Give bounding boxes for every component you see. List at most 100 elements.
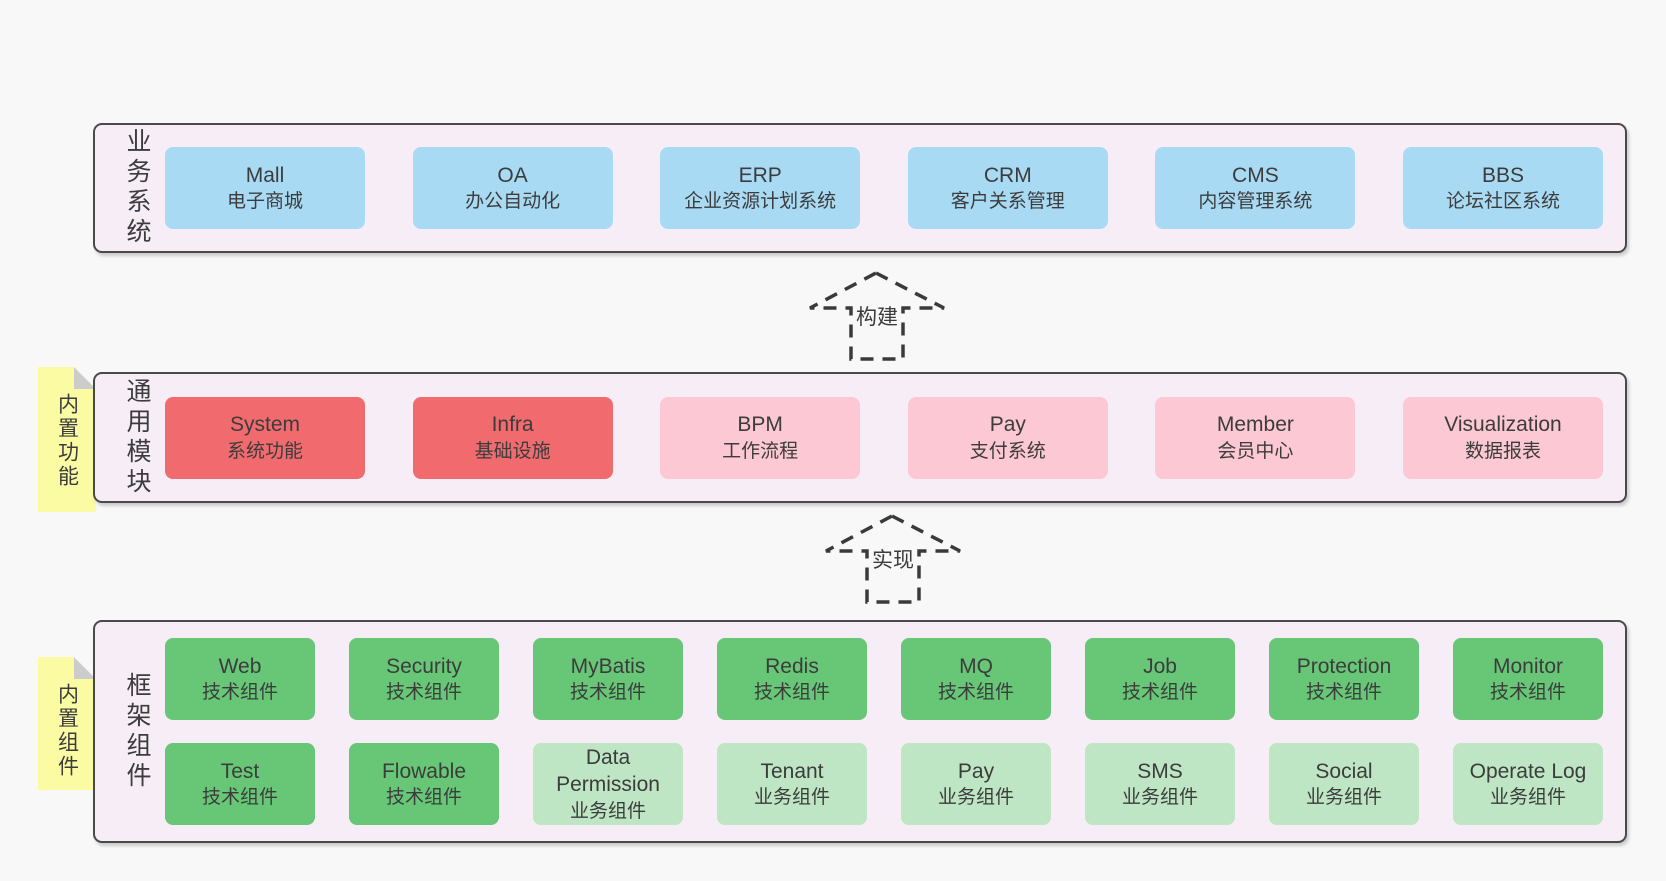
box-subtitle: 系统功能: [226, 440, 303, 462]
box-subtitle: 业务组件: [1121, 787, 1198, 809]
box-name: Protection: [1296, 654, 1392, 678]
box-name: Security: [386, 654, 462, 678]
box-subtitle: 技术组件: [201, 682, 278, 704]
layer-title: 框架组件: [123, 671, 151, 792]
box-mq: MQ 技术组件: [901, 638, 1051, 720]
box-subtitle: 技术组件: [201, 787, 278, 809]
box-oa: OA 办公自动化: [412, 147, 613, 229]
box-subtitle: 业务组件: [1305, 787, 1382, 809]
box-subtitle: 技术组件: [385, 682, 462, 704]
box-subtitle: 会员中心: [1217, 440, 1294, 462]
layer-box-row: System 系统功能 Infra 基础设施 BPM 工作流程 Pay 支付系统…: [151, 396, 1625, 479]
box-name: CMS: [1232, 163, 1279, 187]
box-subtitle: 办公自动化: [465, 191, 561, 213]
box-subtitle: 论坛社区系统: [1445, 191, 1560, 213]
box-security: Security 技术组件: [349, 638, 499, 720]
box-cms: CMS 内容管理系统: [1155, 147, 1356, 229]
box-data-permission: Data Permission 业务组件: [533, 743, 683, 825]
box-sms: SMS 业务组件: [1085, 743, 1235, 825]
box-erp: ERP 企业资源计划系统: [660, 147, 861, 229]
sticky-note-label: 内置组件: [55, 683, 79, 779]
box-name: Visualization: [1444, 413, 1562, 437]
box-name: Member: [1216, 413, 1294, 437]
box-name: BBS: [1481, 163, 1524, 187]
box-infra: Infra 基础设施: [412, 396, 613, 479]
box-subtitle: 企业资源计划系统: [684, 191, 837, 213]
box-name: System: [229, 413, 300, 437]
box-subtitle: 技术组件: [753, 682, 830, 704]
box-subtitle: 技术组件: [937, 682, 1014, 704]
box-name: MyBatis: [570, 654, 646, 678]
sticky-note-builtin-components: 内置组件: [38, 657, 96, 790]
box-subtitle: 内容管理系统: [1198, 191, 1313, 213]
box-monitor: Monitor 技术组件: [1453, 638, 1603, 720]
box-name: Web: [218, 654, 262, 678]
box-web: Web 技术组件: [165, 638, 315, 720]
layer-business-systems: 业务系统 Mall 电子商城 OA 办公自动化 ERP 企业资源计划系统 CRM…: [93, 123, 1627, 253]
box-subtitle: 技术组件: [385, 787, 462, 809]
box-name: OA: [497, 163, 528, 187]
box-job: Job 技术组件: [1085, 638, 1235, 720]
box-name: CRM: [983, 163, 1032, 187]
sticky-note-label: 内置功能: [55, 393, 79, 489]
box-subtitle: 客户关系管理: [950, 191, 1065, 213]
box-name: Monitor: [1492, 654, 1564, 678]
box-social: Social 业务组件: [1269, 743, 1419, 825]
box-flowable: Flowable 技术组件: [349, 743, 499, 825]
box-subtitle: 业务组件: [937, 787, 1014, 809]
box-subtitle: 技术组件: [1305, 682, 1382, 704]
box-name: Test: [220, 759, 260, 783]
box-name: Infra: [491, 413, 534, 437]
implement-arrow: 实现: [823, 513, 963, 605]
box-crm: CRM 客户关系管理: [907, 147, 1108, 229]
arrow-label: 实现: [869, 543, 917, 575]
box-subtitle: 业务组件: [1489, 787, 1566, 809]
box-subtitle: 数据报表: [1464, 440, 1541, 462]
box-name: Redis: [765, 654, 819, 678]
box-name: Pay: [989, 413, 1026, 437]
box-subtitle: 支付系统: [969, 440, 1046, 462]
layer-title: 通用模块: [123, 377, 151, 498]
box-name: Social: [1315, 759, 1373, 783]
box-name: Job: [1143, 654, 1177, 678]
box-subtitle: 电子商城: [226, 191, 303, 213]
box-member: Member 会员中心: [1155, 396, 1356, 479]
box-subtitle: 技术组件: [1489, 682, 1566, 704]
layer-box-grid: Web 技术组件 Security 技术组件 MyBatis 技术组件 Redi…: [151, 638, 1625, 825]
box-subtitle: 业务组件: [569, 801, 646, 823]
box-system: System 系统功能: [165, 396, 365, 479]
sticky-note-builtin-features: 内置功能: [38, 367, 96, 512]
layer-framework-components: 框架组件 Web 技术组件 Security 技术组件 MyBatis 技术组件…: [93, 620, 1627, 843]
layer-box-row: Mall 电子商城 OA 办公自动化 ERP 企业资源计划系统 CRM 客户关系…: [151, 147, 1625, 229]
box-name: Mall: [245, 163, 285, 187]
box-bpm: BPM 工作流程: [660, 396, 861, 479]
box-visualization: Visualization 数据报表: [1402, 396, 1603, 479]
box-mybatis: MyBatis 技术组件: [533, 638, 683, 720]
box-operate-log: Operate Log 业务组件: [1453, 743, 1603, 825]
box-pay: Pay 支付系统: [907, 396, 1108, 479]
arrow-label: 构建: [853, 300, 901, 332]
box-subtitle: 业务组件: [753, 787, 830, 809]
box-name: BPM: [737, 413, 783, 437]
box-tenant: Tenant 业务组件: [717, 743, 867, 825]
box-protection: Protection 技术组件: [1269, 638, 1419, 720]
box-name: SMS: [1137, 759, 1183, 783]
layer-title: 业务系统: [123, 128, 151, 248]
box-name: ERP: [738, 163, 782, 187]
box-name: MQ: [959, 654, 993, 678]
box-name: Data Permission: [556, 745, 660, 797]
build-arrow: 构建: [807, 270, 947, 362]
box-subtitle: 技术组件: [569, 682, 646, 704]
box-name: Pay: [957, 759, 995, 783]
box-name: Tenant: [760, 759, 824, 783]
box-test: Test 技术组件: [165, 743, 315, 825]
box-subtitle: 基础设施: [474, 440, 551, 462]
layer-common-modules: 通用模块 System 系统功能 Infra 基础设施 BPM 工作流程 Pay…: [93, 372, 1627, 503]
box-redis: Redis 技术组件: [717, 638, 867, 720]
box-name: Flowable: [381, 759, 467, 783]
component-row-1: Web 技术组件 Security 技术组件 MyBatis 技术组件 Redi…: [165, 638, 1603, 720]
box-name: Operate Log: [1469, 759, 1587, 783]
box-subtitle: 技术组件: [1121, 682, 1198, 704]
box-mall: Mall 电子商城: [165, 147, 365, 229]
